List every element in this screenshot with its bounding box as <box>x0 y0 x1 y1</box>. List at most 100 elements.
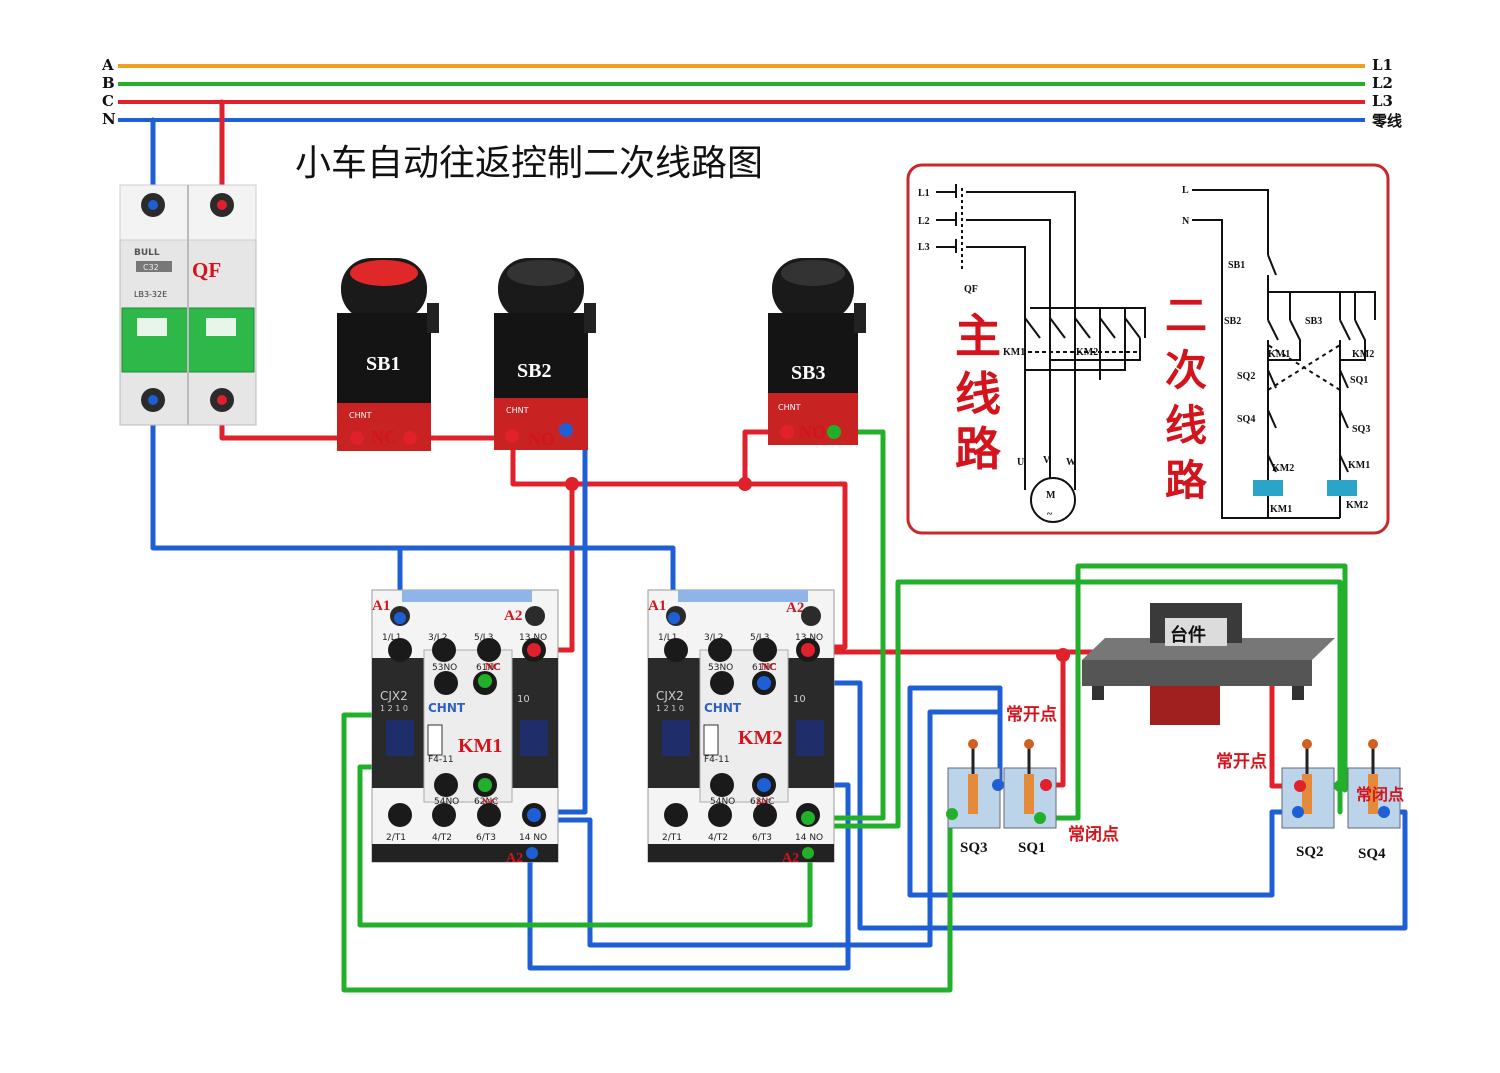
switch-terminal-nc[interactable] <box>1378 806 1390 818</box>
contactor-top-strip <box>402 590 532 602</box>
main-terminal[interactable] <box>432 803 456 827</box>
contact-terminal[interactable] <box>505 429 519 443</box>
contact-terminal[interactable] <box>780 425 794 439</box>
main-terminal[interactable] <box>388 638 412 662</box>
main-line-path <box>936 246 1026 490</box>
limit-switch-sq3[interactable]: SQ3 <box>946 739 1004 856</box>
terminal-label: 6/T3 <box>752 833 772 843</box>
contactor-window <box>386 720 414 756</box>
ctrl-element-label: SQ1 <box>1350 375 1368 386</box>
contactor-km1[interactable]: A1 A2 1/L1 3/L2 5/L3 13 NO 53NO 61NC NC … <box>371 589 559 866</box>
main-terminal[interactable] <box>664 638 688 662</box>
nc-tag: NC <box>761 661 777 673</box>
terminal-dot-n <box>148 200 158 210</box>
coil-a1-dot <box>394 612 406 624</box>
push-button-sb1[interactable]: SB1 CHNT NC <box>337 258 439 451</box>
switch-spring <box>968 774 978 814</box>
main-terminal[interactable] <box>432 638 456 662</box>
switch-terminal-nc[interactable] <box>1292 806 1304 818</box>
contact-terminal[interactable] <box>559 423 573 437</box>
ctrl-line <box>1192 219 1340 519</box>
main-line-label: L3 <box>918 242 930 253</box>
contactor-base <box>372 844 558 862</box>
contact-terminal[interactable] <box>403 431 417 445</box>
contactor-base <box>648 844 834 862</box>
worktable: 台件 <box>1082 603 1335 725</box>
no-13-dot <box>801 643 815 657</box>
contact-terminal[interactable] <box>350 431 364 445</box>
wire-junction <box>738 477 752 491</box>
aux-label: 62NC <box>474 797 498 807</box>
limit-switch-sq1[interactable]: SQ1 <box>1003 739 1057 856</box>
push-button-sb2[interactable]: SB2 CHNT NO <box>494 258 596 450</box>
aux-61-dot <box>757 676 771 690</box>
main-terminal[interactable] <box>708 803 732 827</box>
push-button-sb3[interactable]: SB3 CHNT NO <box>768 258 866 445</box>
bus-left-label: C <box>102 92 114 110</box>
limit-switch-sq2[interactable]: SQ2 <box>1281 739 1346 860</box>
wire-junction <box>1056 648 1070 662</box>
ctrl-element-label: SB2 <box>1224 316 1241 327</box>
bus-right-label: 零线 <box>1371 112 1402 130</box>
main-terminal[interactable] <box>477 803 501 827</box>
schematic-km-label: KM2 <box>1076 347 1098 358</box>
normally-closed-label: 常闭点 <box>1068 824 1119 844</box>
main-terminal[interactable] <box>664 803 688 827</box>
worktable-top <box>1082 638 1335 660</box>
coil-a2-bottom-dot <box>802 847 814 859</box>
coil-a2-bottom-dot <box>526 847 538 859</box>
switch-spring <box>1368 774 1378 814</box>
breaker-handle-slot <box>206 318 236 336</box>
aux-terminal-54[interactable] <box>434 773 458 797</box>
schematic-km-label: KM1 <box>1003 347 1025 358</box>
main-terminal[interactable] <box>477 638 501 662</box>
switch-terminal-nc[interactable] <box>1034 812 1046 824</box>
contactor-brand: CHNT <box>428 701 466 715</box>
control-circuit-title: 路 <box>1165 458 1208 505</box>
contact-tag: NC <box>371 427 397 447</box>
main-terminal[interactable] <box>388 803 412 827</box>
switch-terminal-no[interactable] <box>992 779 1004 791</box>
switch-terminal-no[interactable] <box>1040 779 1052 791</box>
main-terminal[interactable] <box>708 638 732 662</box>
switch-label: SQ2 <box>1296 844 1324 860</box>
contactor-brand: CHNT <box>704 701 742 715</box>
aux-label: 53NO <box>432 663 457 673</box>
terminal-label: 1/L1 <box>658 633 678 643</box>
contact-terminal[interactable] <box>827 425 841 439</box>
terminal-dot-l <box>217 200 227 210</box>
aux-terminal-53[interactable] <box>434 671 458 695</box>
aux-label: 62NC <box>750 797 774 807</box>
switch-terminal-nc[interactable] <box>946 808 958 820</box>
limit-switch-sq4[interactable]: SQ4 <box>1347 739 1401 862</box>
contactor-km2[interactable]: A1 A2 1/L1 3/L2 5/L3 13 NO 53NO 61NC NC … <box>647 589 835 866</box>
main-terminal[interactable] <box>753 638 777 662</box>
contact-brand: CHNT <box>506 406 529 415</box>
switch-terminal-no[interactable] <box>1294 780 1306 792</box>
switch-roller <box>968 739 978 749</box>
breaker-brand: BULL <box>134 248 160 258</box>
contactor-indicator <box>703 724 719 756</box>
km-contacts <box>1024 307 1146 339</box>
aux-terminal-53[interactable] <box>710 671 734 695</box>
terminal-label: 5/L3 <box>474 633 494 643</box>
coil-a2-terminal[interactable] <box>525 606 545 626</box>
contactor-window <box>796 720 824 756</box>
button-clip <box>854 303 866 333</box>
main-line-path <box>936 219 1051 490</box>
ctrl-supply-label: N <box>1182 216 1190 227</box>
normally-open-label: 常开点 <box>1216 751 1267 771</box>
normally-closed-label: 常闭点 <box>1356 785 1404 804</box>
ctrl-element-label: KM1 <box>1348 460 1370 471</box>
coil-a2-terminal[interactable] <box>801 606 821 626</box>
button-cap-black <box>781 260 845 286</box>
switch-label: SQ4 <box>1358 846 1386 862</box>
main-terminal[interactable] <box>753 803 777 827</box>
bus-left-label: A <box>101 56 114 74</box>
aux-terminal-54[interactable] <box>710 773 734 797</box>
terminal-label: 4/T2 <box>708 833 728 843</box>
no-13-dot <box>527 643 541 657</box>
main-circuit-title: 线 <box>955 369 1001 420</box>
switch-terminal-out[interactable] <box>1334 780 1346 792</box>
coil-a2-label: A2 <box>782 851 799 866</box>
